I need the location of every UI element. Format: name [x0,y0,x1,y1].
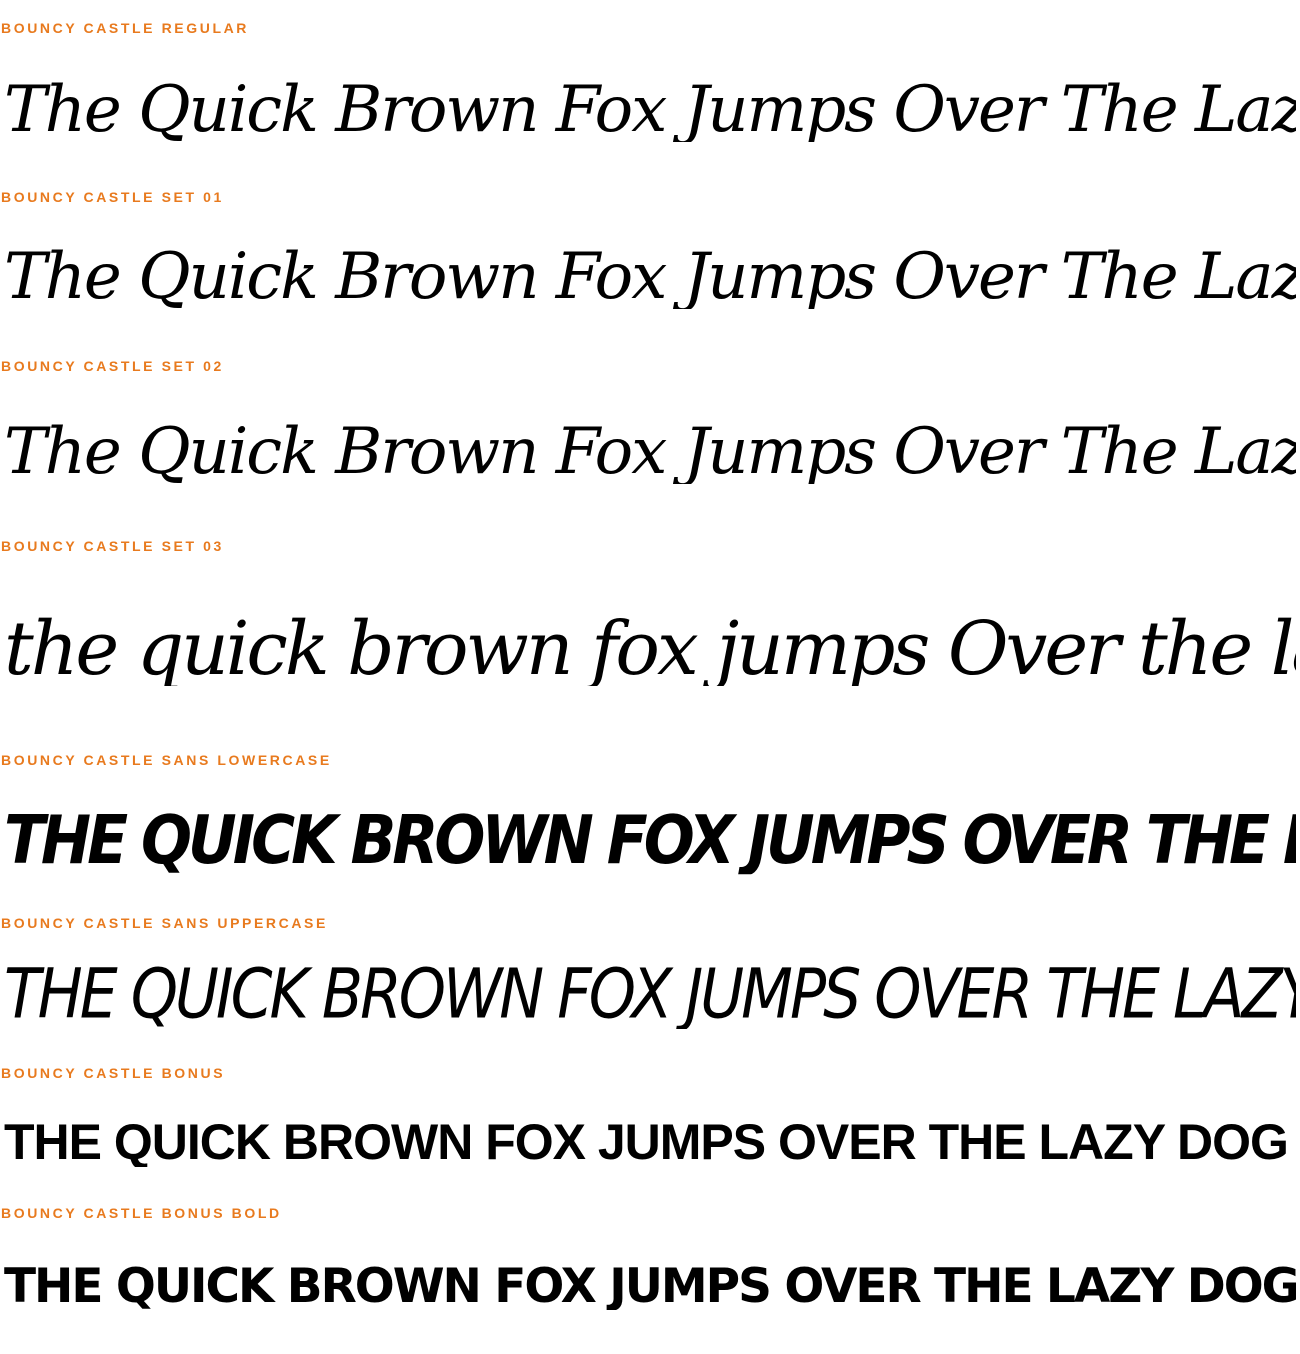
pangram-sample: THE QUICK BROWN FOX JUMPS OVER THE LAZY … [4,807,1296,875]
font-name-label: BOUNCY CASTLE SET 01 [1,189,224,205]
font-name-label: BOUNCY CASTLE SANS LOWERCASE [1,752,332,768]
font-name-label: BOUNCY CASTLE SET 03 [1,538,224,554]
font-name-label: BOUNCY CASTLE BONUS [1,1065,226,1081]
font-name-label: BOUNCY CASTLE SANS UPPERCASE [1,915,328,931]
pangram-sample: THE QUICK BROWN FOX JUMPS OVER THE LAZY … [4,1263,1296,1310]
font-name-label: BOUNCY CASTLE BONUS BOLD [1,1205,282,1221]
pangram-sample: THE QUICK BROWN FOX JUMPS OVER THE LAZY … [4,1117,1289,1167]
pangram-sample: The Quick Brown Fox Jumps Over The Lazy … [4,420,1296,484]
pangram-sample: The Quick Brown Fox Jumps Over The Lazy … [4,78,1296,142]
font-name-label: BOUNCY CASTLE REGULAR [1,20,250,36]
pangram-sample: The Quick Brown Fox Jumps Over The Lazy … [4,245,1296,309]
font-name-label: BOUNCY CASTLE SET 02 [1,358,224,374]
pangram-sample: the quick brown fox jumps Over the lazy … [4,612,1296,686]
pangram-sample: THE QUICK BROWN FOX JUMPS OVER THE LAZY … [4,960,1296,1029]
